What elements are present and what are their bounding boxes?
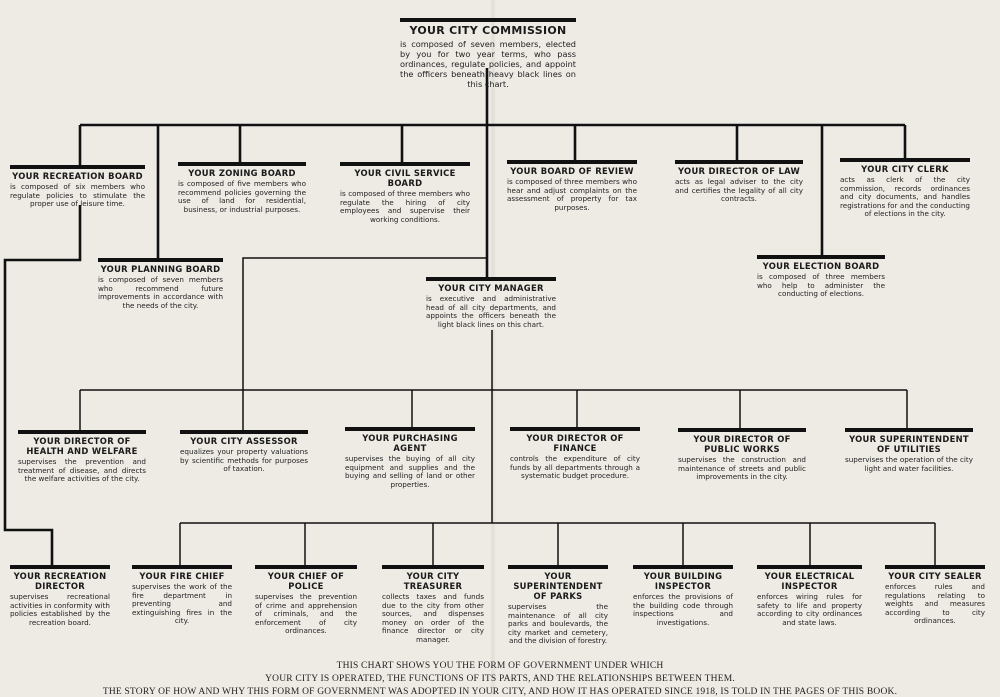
node-description: supervises recreational activities in co… — [10, 592, 110, 627]
node-description: supervises the construction and maintena… — [678, 455, 806, 482]
node-description: acts as clerk of the city commission, re… — [840, 175, 970, 219]
node-title: YOUR CHIEF OF POLICE — [267, 571, 345, 591]
node-description: supervises the buying of all city equipm… — [345, 454, 475, 489]
node-title: YOUR DIRECTOR OF LAW — [677, 166, 801, 176]
node-title: YOUR PURCHASING AGENT — [362, 433, 458, 453]
node-title: YOUR DIRECTOR OF FINANCE — [526, 433, 624, 453]
node-title: YOUR CITY CLERK — [861, 164, 949, 174]
page-fold — [490, 0, 496, 695]
node-title: YOUR BOARD OF REVIEW — [510, 166, 634, 176]
light-branch-left — [242, 257, 487, 390]
node-description: is executive and administrative head of … — [426, 294, 556, 329]
node-title: YOUR CITY MANAGER — [438, 283, 544, 293]
node-description: equalizes your property valuations by sc… — [180, 447, 308, 474]
node-description: acts as legal adviser to the city and ce… — [675, 177, 803, 204]
node-title: YOUR PLANNING BOARD — [100, 264, 221, 274]
node-title: YOUR DIRECTOR OF PUBLIC WORKS — [693, 434, 791, 454]
node-title: YOUR RECREATION BOARD — [12, 171, 143, 181]
node-description: is composed of five members who recommen… — [178, 179, 306, 214]
node-description: enforces rules and regulations relating … — [885, 582, 985, 626]
node-description: is composed of three members who help to… — [757, 272, 885, 299]
node-title: YOUR CITY ASSESSOR — [190, 436, 298, 446]
node-description: supervises the maintenance of all city p… — [508, 602, 608, 646]
node-description: is composed of three members who hear an… — [507, 177, 637, 212]
node-title: YOUR BUILDING INSPECTOR — [643, 571, 723, 591]
node-city-commission: YOUR CITY COMMISSION is composed of seven… — [400, 18, 576, 89]
node-title: YOUR SUPERINTENDENT OF UTILITIES — [849, 434, 969, 454]
node-description: is composed of six members who regulate … — [10, 182, 145, 209]
node-description: supervises the prevention and treatment … — [18, 457, 146, 484]
node-description: is composed of three members who regulat… — [340, 189, 470, 224]
node-description: supervises the operation of the city lig… — [845, 455, 973, 473]
node-description: enforces wiring rules for safety to life… — [757, 592, 862, 627]
light-lines — [79, 257, 936, 565]
node-title: YOUR ELECTRICAL INSPECTOR — [764, 571, 855, 591]
node-title: YOUR DIRECTOR OF HEALTH AND WELFARE — [26, 436, 138, 456]
footer-line-3: THE STORY OF HOW AND WHY THIS FORM OF GO… — [102, 687, 898, 697]
node-description: collects taxes and funds due to the city… — [382, 592, 484, 644]
node-title: YOUR ZONING BOARD — [188, 168, 296, 178]
node-title: YOUR CIVIL SERVICE BOARD — [354, 168, 456, 188]
footer-line-2: YOUR CITY IS OPERATED, THE FUNCTIONS OF … — [265, 674, 735, 684]
node-title: YOUR SUPERINTENDENT OF PARKS — [513, 571, 603, 601]
node-description: is composed of seven members who recomme… — [98, 275, 223, 310]
node-description: supervises the prevention of crime and a… — [255, 592, 357, 636]
line-recreation-director — [3, 205, 82, 565]
node-title: YOUR RECREATION DIRECTOR — [13, 571, 107, 591]
footer-line-1: THIS CHART SHOWS YOU THE FORM OF GOVERNM… — [336, 661, 664, 671]
node-title: YOUR CITY SEALER — [888, 571, 982, 581]
heavy-lines — [3, 68, 907, 565]
node-title: YOUR CITY COMMISSION — [409, 24, 567, 37]
node-description: supervises the work of the fire departme… — [132, 582, 232, 626]
node-description: enforces the provisions of the building … — [633, 592, 733, 627]
node-title: YOUR CITY TREASURER — [403, 571, 463, 591]
node-title: YOUR ELECTION BOARD — [762, 261, 880, 271]
node-description: is composed of seven members, elected by… — [400, 39, 576, 89]
node-title: YOUR FIRE CHIEF — [139, 571, 225, 581]
node-description: controls the expenditure of city funds b… — [510, 454, 640, 481]
